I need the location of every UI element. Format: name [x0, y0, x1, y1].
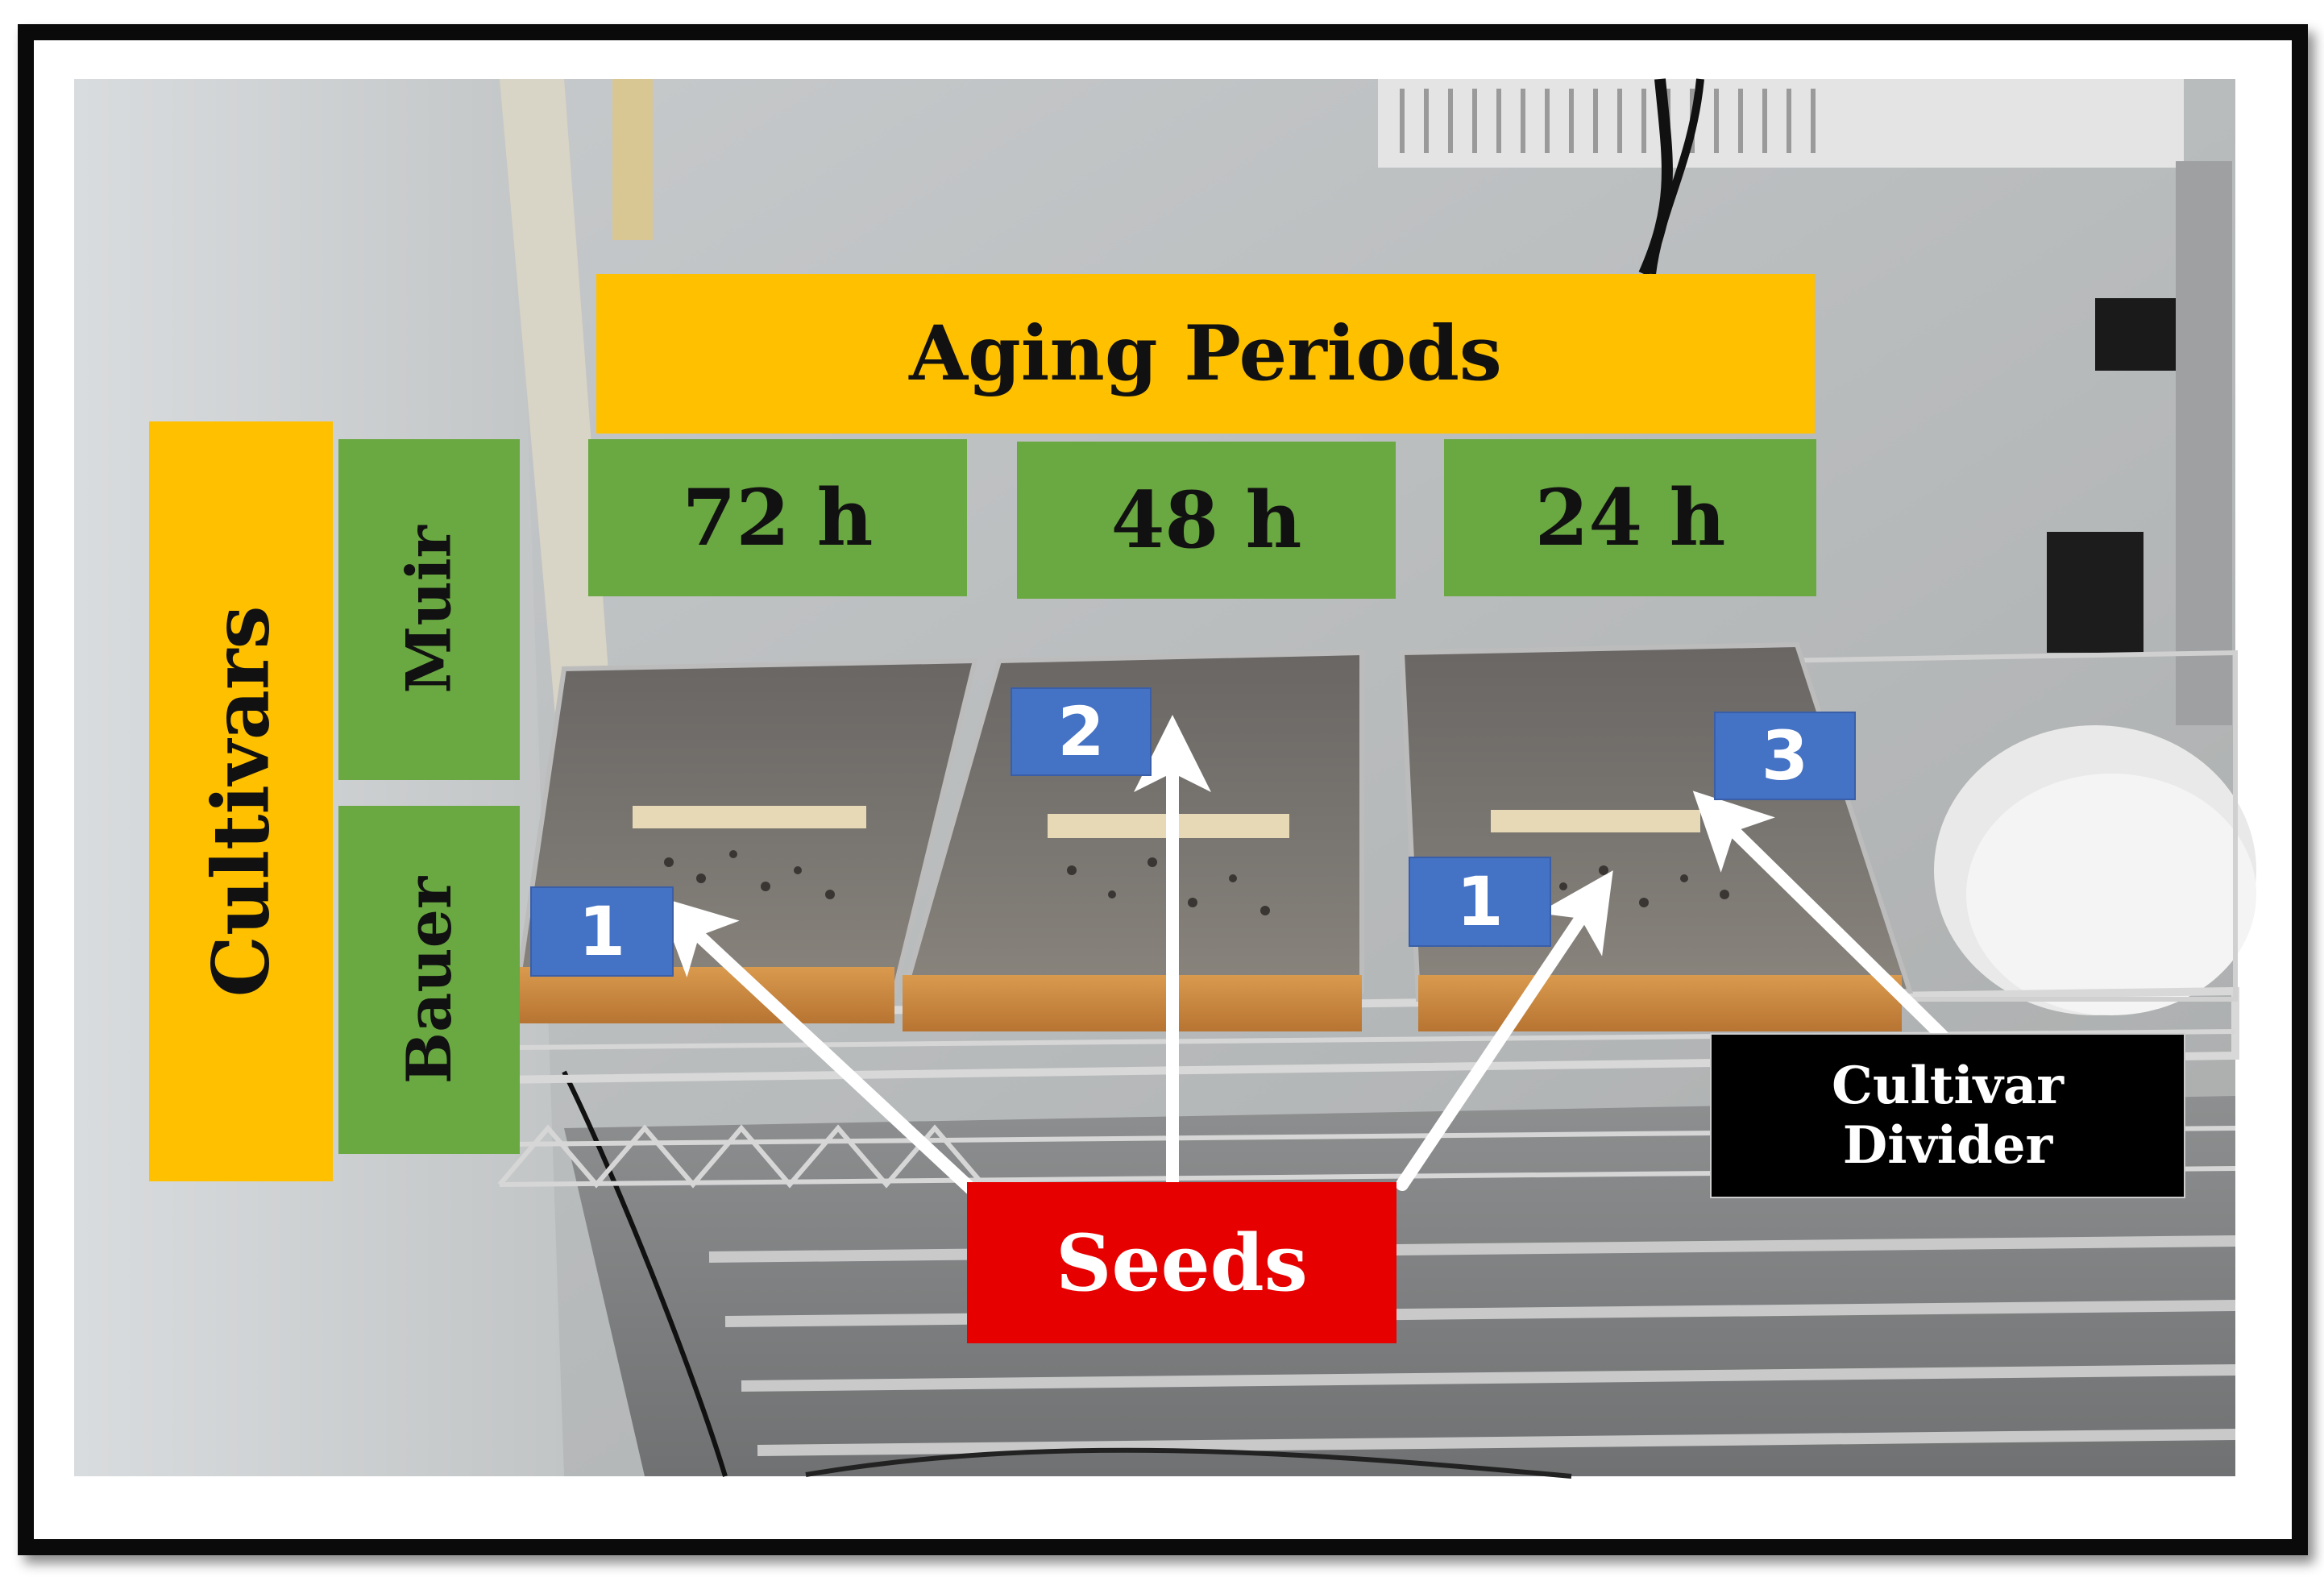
cultivar-muir: Muir: [338, 439, 520, 780]
period-72h: 72 h: [588, 439, 967, 596]
aging-periods-label: Aging Periods: [909, 309, 1502, 398]
arrow-to-24h-divider-1: [1396, 870, 1613, 1191]
arrow-to-72h-divider: [656, 896, 981, 1199]
aging-periods-header: Aging Periods: [596, 274, 1815, 434]
cultivar-divider-callout: Cultivar Divider: [1710, 1033, 2185, 1198]
divider-tag-72h: 1: [530, 886, 674, 977]
cultivar-bauer-label: Bauer: [393, 876, 466, 1084]
period-24h: 24 h: [1444, 439, 1816, 596]
cultivars-header: Cultivars: [149, 421, 333, 1181]
divider-tag-24h-3: 3: [1714, 712, 1856, 800]
annotation-arrows: [656, 715, 1948, 1199]
cultivars-label: Cultivars: [195, 605, 287, 998]
period-48h: 48 h: [1017, 442, 1396, 599]
divider-tag-48h: 2: [1011, 687, 1152, 776]
cultivar-divider-label-line1: Cultivar: [1831, 1055, 2065, 1116]
seeds-callout: Seeds: [967, 1182, 1396, 1343]
divider-tag-48h-number: 2: [1057, 692, 1105, 771]
arrow-to-24h-divider-3: [1692, 791, 1948, 1042]
cultivar-muir-label: Muir: [392, 525, 465, 694]
cultivar-divider-label-line2: Divider: [1842, 1114, 2053, 1176]
cultivar-bauer: Bauer: [338, 806, 520, 1154]
divider-tag-72h-number: 1: [578, 892, 626, 971]
divider-tag-24h-1-number: 1: [1456, 862, 1504, 941]
period-72h-label: 72 h: [682, 472, 874, 563]
divider-tag-24h-3-number: 3: [1761, 716, 1809, 795]
seeds-label: Seeds: [1056, 1217, 1308, 1309]
divider-tag-24h-1: 1: [1409, 857, 1551, 947]
period-48h-label: 48 h: [1110, 475, 1302, 566]
period-24h-label: 24 h: [1534, 472, 1726, 563]
